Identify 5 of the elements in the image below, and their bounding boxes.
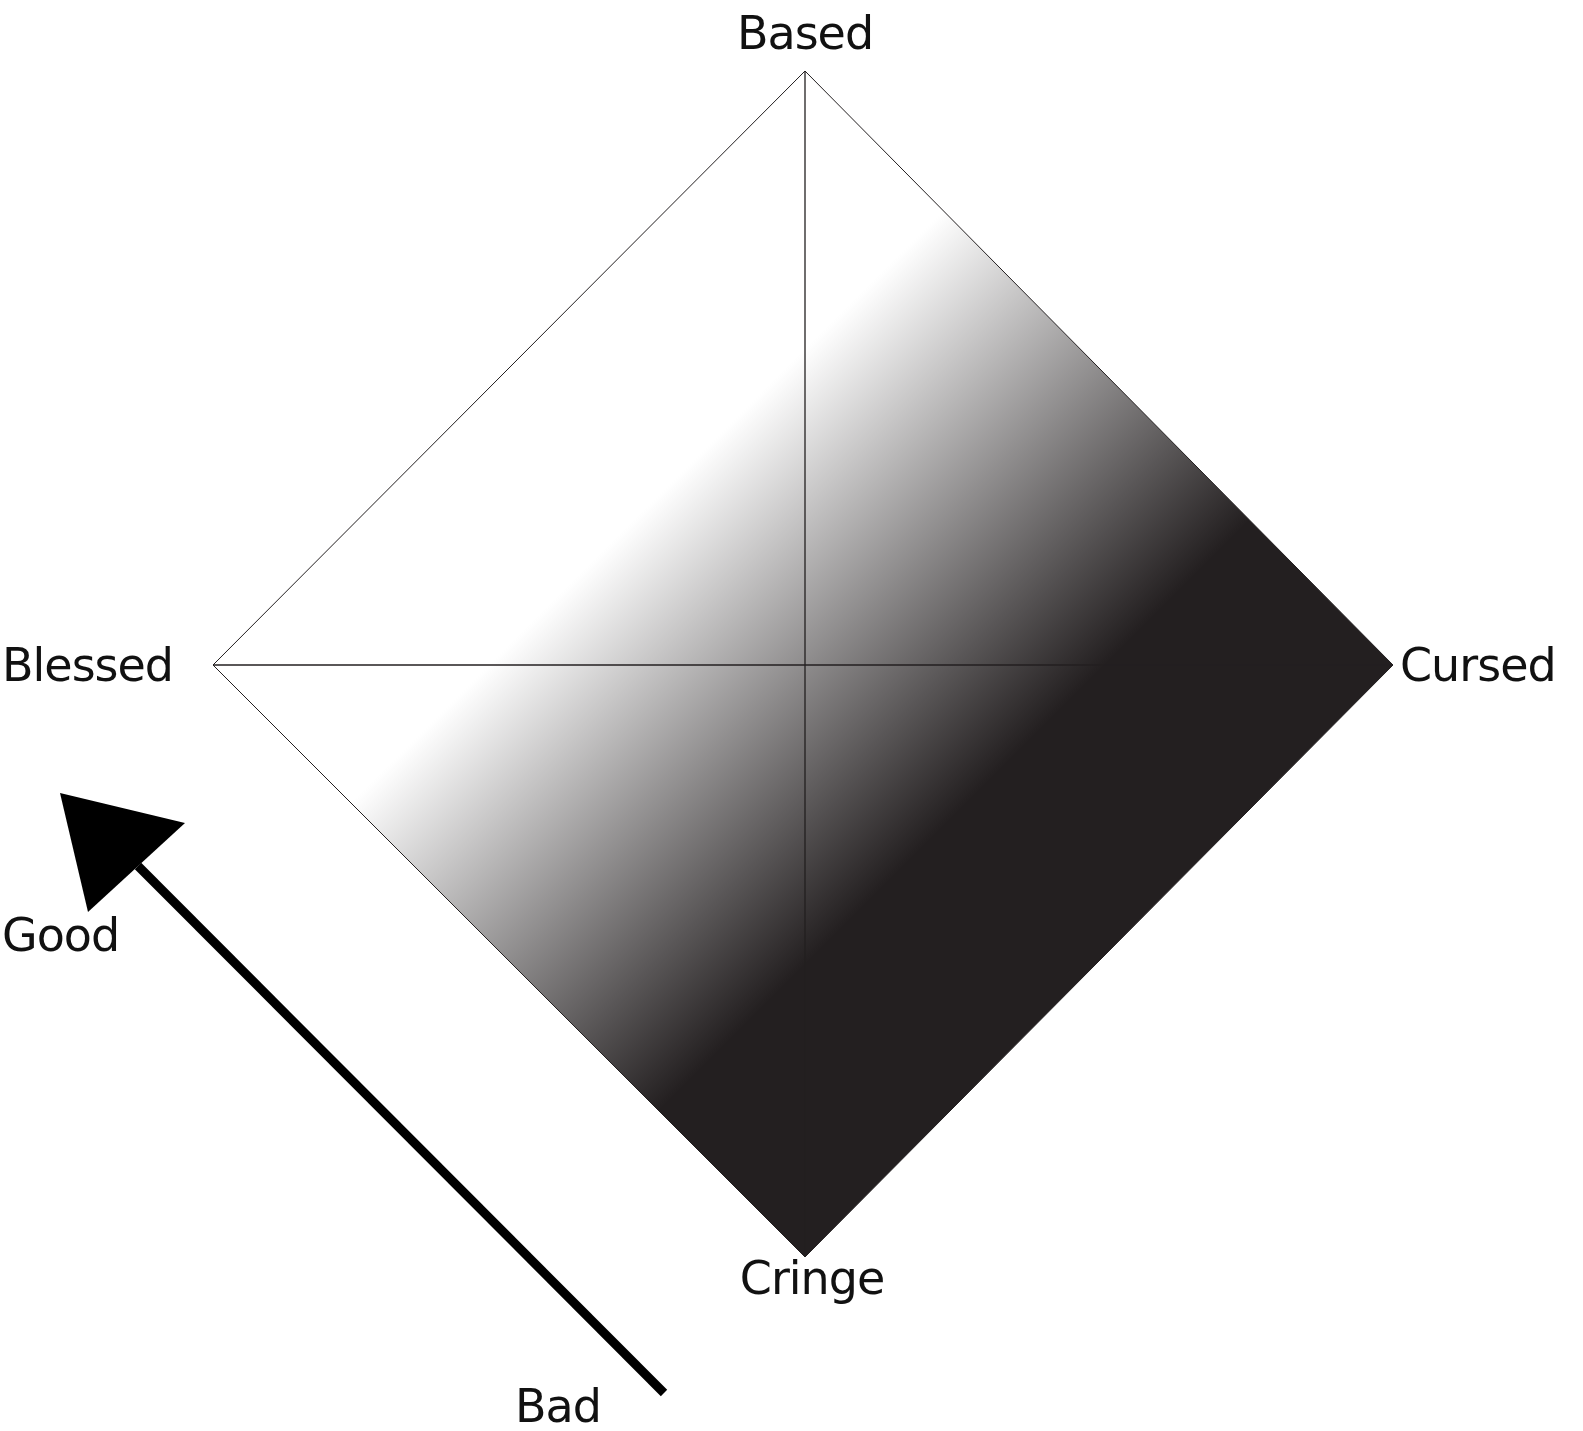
corner-label: Based: [736, 10, 874, 56]
axis-label: Bad: [515, 1383, 601, 1429]
corner-label: Blessed: [2, 642, 174, 688]
corner-label: Cursed: [1400, 642, 1556, 688]
axis-label: Good: [2, 912, 120, 958]
